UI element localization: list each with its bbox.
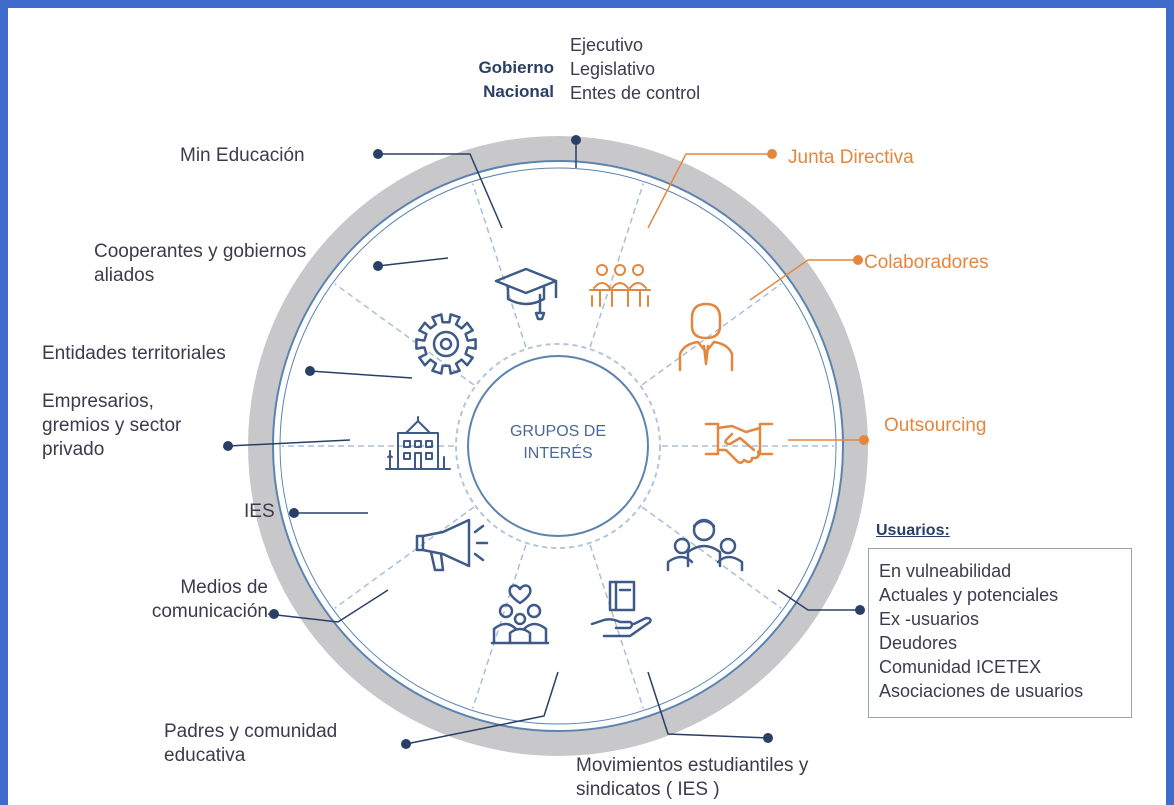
segment-divider [641,283,782,386]
label-padres-line1: Padres y comunidad [164,721,338,742]
usuarios-item: En vulneabilidad [879,561,1012,581]
label-empresarios-line2: gremios y sector [42,415,182,436]
connector-line [377,257,449,267]
gobierno-items: Ejecutivo Legislativo Entes de control [570,33,700,105]
gobierno-item: Legislativo [570,59,656,79]
connector-line [378,153,503,229]
usuarios-box: En vulneabilidad Actuales y potenciales … [868,548,1132,718]
connector-dot [767,149,777,159]
building-icon [385,416,451,470]
connector-dot [571,135,581,145]
stakeholder-wheel [223,135,869,756]
hand-book-icon [590,580,652,638]
connector-line [777,589,860,611]
gobierno-item: Ejecutivo [570,35,644,55]
family-icon [490,584,550,645]
connector-dot [853,255,863,265]
label-entidades-territoriales: Entidades territoriales [42,343,226,364]
connector-dot [305,366,315,376]
usuarios-item: Comunidad ICETEX [879,657,1042,677]
gear-icon [415,313,477,375]
label-empresarios: Empresarios, gremios y sector privado [42,390,181,462]
usuarios-item: Actuales y potenciales [879,585,1059,605]
usuarios-title: Usuarios: [876,522,950,539]
connector-dots [223,135,869,749]
label-outsourcing: Outsourcing [884,415,987,436]
label-medios-line2: comunicación [151,601,268,622]
gobierno-title-line1: Gobierno [478,58,554,77]
connector-dot [269,609,279,619]
connector-dot [289,508,299,518]
segment-divider [641,506,782,609]
connector-line [405,671,559,745]
label-colaboradores: Colaboradores [864,252,989,273]
usuarios-item: Deudores [879,633,958,653]
megaphone-icon [415,518,489,572]
segment-divider [334,283,475,386]
center-circle [467,355,649,537]
businessman-icon [678,302,734,372]
connector-line [309,370,413,379]
users-group-icon [666,518,744,572]
label-junta-directiva: Junta Directiva [788,147,914,168]
center-label: GRUPOS DE INTERÉS [496,421,620,465]
label-cooperantes-line1: Cooperantes y gobiernos [94,241,307,262]
connector-dot [401,739,411,749]
label-movimientos-line2: sindicatos ( IES ) [576,779,720,800]
connector-line [267,589,389,623]
connector-line [647,153,772,229]
connector-line [749,259,858,301]
label-cooperantes: Cooperantes y gobiernos aliados [94,240,306,288]
handshake-icon [704,422,774,464]
gobierno-nacional-title: Gobierno Nacional [452,56,554,104]
label-cooperantes-line2: aliados [94,265,155,286]
usuarios-item: Ex -usuarios [879,609,980,629]
connector-dot [223,441,233,451]
segment-divider [334,506,475,609]
label-ies: IES [244,501,275,522]
label-padres-line2: educativa [164,745,246,766]
connector-dot [859,435,869,445]
graduation-cap-icon [494,267,558,321]
wheel-inner-line [279,167,837,725]
label-medios-line1: Medios de [180,577,268,598]
center-label-line1: GRUPOS DE [509,423,606,440]
gobierno-title-line2: Nacional [483,82,554,101]
connector-dot [855,605,865,615]
connector-line [227,439,351,447]
gobierno-item: Entes de control [570,83,701,103]
usuarios-item: Asociaciones de usuarios [879,681,1084,701]
label-movimientos-line1: Movimientos estudiantiles y [576,755,809,776]
segment-divider [589,544,645,709]
connector-dot [763,733,773,743]
label-empresarios-line3: privado [42,439,105,460]
center-label-line2: INTERÉS [523,445,593,462]
label-min-educacion: Min Educación [180,145,305,166]
label-medios: Medios de comunicación [128,576,268,624]
label-movimientos: Movimientos estudiantiles y sindicatos (… [576,754,808,802]
segment-divider [471,183,527,348]
label-padres: Padres y comunidad educativa [164,720,337,768]
connector-dot [373,261,383,271]
inner-dashed-ring [455,343,661,549]
meeting-icon [589,264,651,307]
label-empresarios-line1: Empresarios, [42,391,154,412]
connector-dot [373,149,383,159]
connector-line [647,671,769,739]
